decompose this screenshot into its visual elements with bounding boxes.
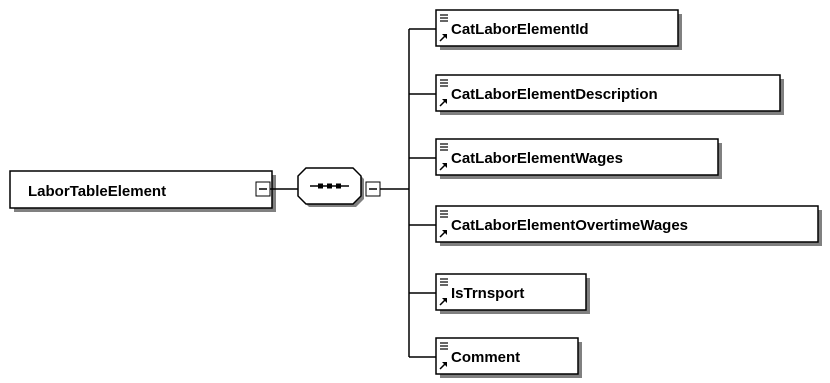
element-reference-icon — [439, 143, 448, 171]
root-collapse-toggle[interactable] — [255, 181, 271, 197]
element-reference-icon — [439, 278, 448, 306]
child-element-0[interactable]: CatLaborElementId — [409, 9, 682, 50]
child-element-label: CatLaborElementOvertimeWages — [451, 217, 688, 234]
child-element-label: CatLaborElementId — [451, 21, 589, 38]
sequence-collapse-toggle[interactable] — [365, 181, 381, 197]
child-element-label: CatLaborElementDescription — [451, 86, 658, 103]
sequence-icon — [310, 183, 349, 189]
child-element-1[interactable]: CatLaborElementDescription — [409, 74, 784, 115]
sequence-compositor[interactable] — [297, 167, 364, 207]
element-reference-icon — [439, 14, 448, 42]
element-reference-icon — [439, 342, 448, 370]
root-element[interactable]: LaborTableElement — [9, 170, 276, 212]
element-reference-icon — [439, 79, 448, 107]
child-element-4[interactable]: IsTrnsport — [409, 273, 590, 314]
root-element-label: LaborTableElement — [28, 183, 166, 200]
child-element-label: Comment — [451, 349, 520, 366]
element-reference-icon — [439, 210, 448, 238]
child-element-5[interactable]: Comment — [409, 337, 582, 378]
child-element-label: CatLaborElementWages — [451, 150, 623, 167]
child-element-3[interactable]: CatLaborElementOvertimeWages — [409, 205, 822, 246]
child-element-label: IsTrnsport — [451, 285, 524, 302]
child-element-2[interactable]: CatLaborElementWages — [409, 138, 722, 179]
